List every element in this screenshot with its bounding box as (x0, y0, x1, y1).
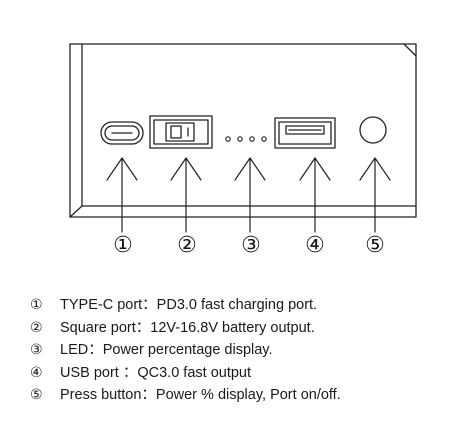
legend-text: Press button：Power % display, Port on/of… (60, 387, 341, 403)
legend-number: ③ (30, 342, 43, 358)
square-port (149, 115, 213, 149)
type-c-port (100, 121, 144, 145)
usb-port (274, 117, 336, 149)
legend-number: ④ (30, 364, 43, 381)
legend-item: ③ LED：Power percentage display. (30, 338, 460, 361)
callout-4: ④ (305, 233, 325, 258)
legend-number: ② (30, 319, 43, 336)
legend-item: ④ USB port ：QC3.0 fast output (30, 361, 460, 384)
callout-5: ⑤ (365, 233, 385, 258)
legend-item: ② Square port：12V-16.8V battery output. (30, 316, 460, 339)
legend-text: Square port：12V-16.8V battery output. (60, 319, 315, 336)
device-outline (69, 43, 417, 218)
legend-number: ① (30, 297, 43, 313)
legend-text: USB port ：QC3.0 fast output (60, 364, 252, 381)
legend-text: LED：Power percentage display. (60, 342, 273, 358)
callout-1: ① (113, 233, 133, 258)
pointer-arrows (106, 157, 391, 233)
callout-3: ③ (241, 233, 261, 258)
callout-2: ② (177, 233, 197, 258)
legend-item: ⑤ Press button：Power % display, Port on/… (30, 383, 460, 406)
power-bank-diagram: ① ② ③ ④ ⑤ (69, 43, 417, 258)
legend-text: TYPE-C port：PD3.0 fast charging port. (60, 297, 318, 313)
legend-number: ⑤ (30, 387, 43, 403)
legend: ① TYPE-C port：PD3.0 fast charging port. … (30, 293, 460, 406)
led-indicators (225, 136, 267, 142)
power-button (359, 116, 387, 144)
legend-item: ① TYPE-C port：PD3.0 fast charging port. (30, 293, 460, 316)
